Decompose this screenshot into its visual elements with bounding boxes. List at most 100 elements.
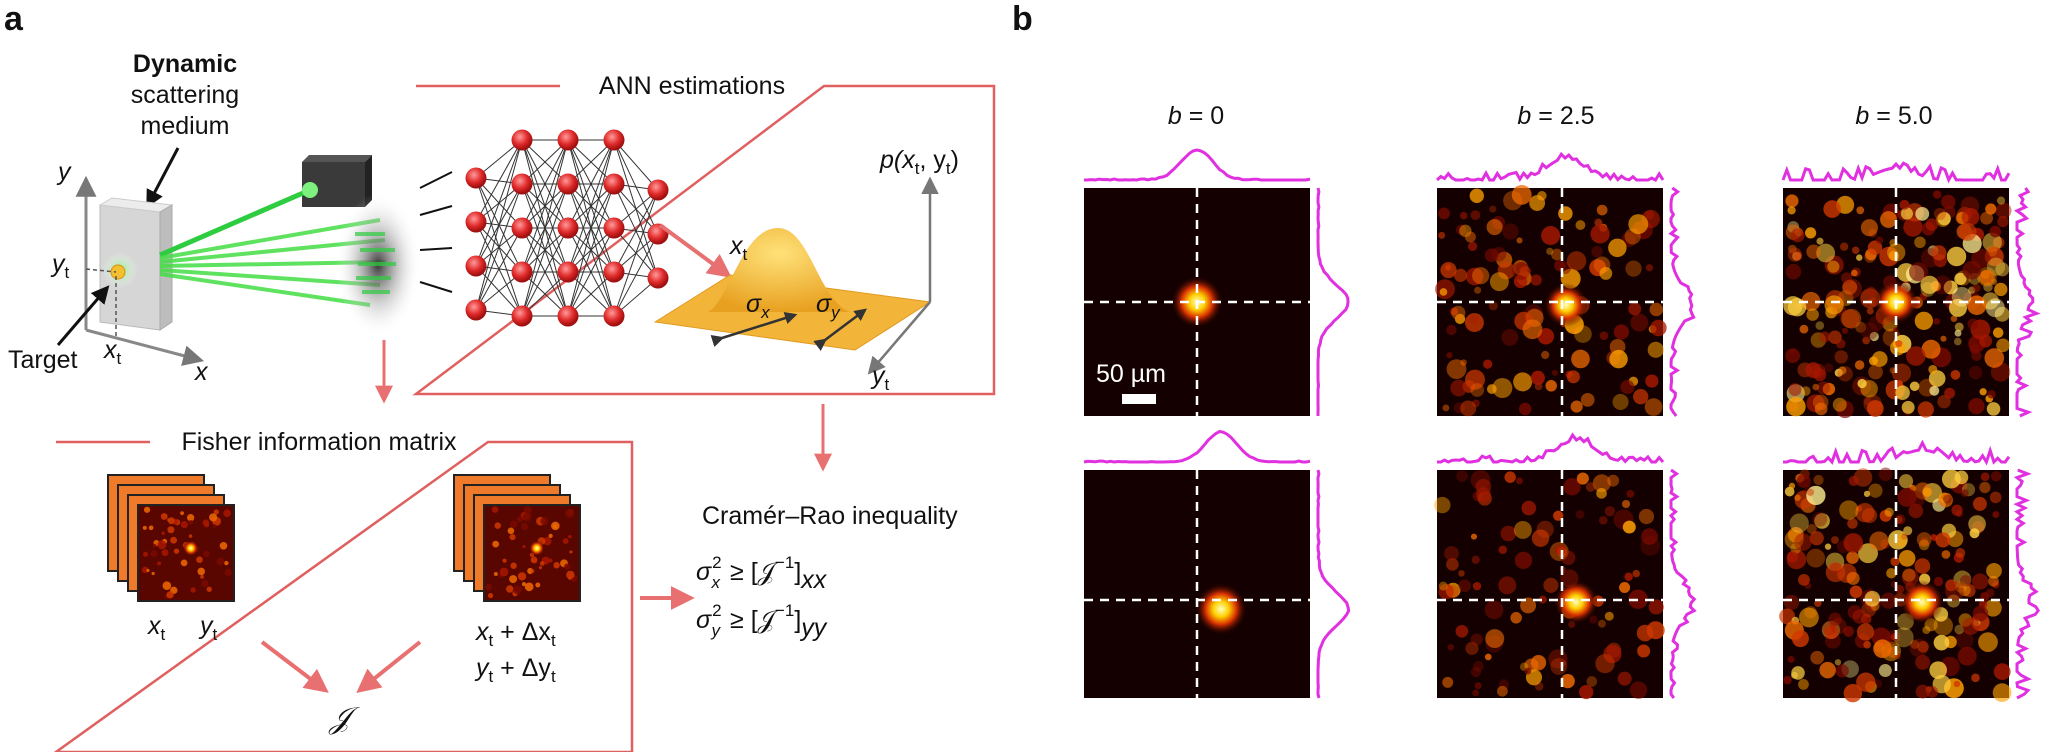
speckle-image-tile — [1434, 432, 1697, 700]
cramer-title: Cramér–Rao inequality — [702, 502, 958, 530]
target-pointer-arrow — [56, 285, 110, 346]
neuron-node — [511, 217, 533, 239]
neuron-node — [603, 129, 625, 151]
column-label-b5: b = 5.0 — [1855, 102, 1932, 130]
sigma-y-label: σy — [816, 290, 841, 322]
neuron-node — [465, 255, 487, 277]
neuron-node — [557, 173, 579, 195]
speckle-pattern — [485, 505, 578, 599]
neuron-node — [557, 305, 579, 327]
neuron-node — [647, 179, 669, 201]
intensity-profile-top — [1083, 148, 1311, 182]
intensity-profile-right — [2013, 468, 2041, 700]
arrow-nn-to-gaussian — [658, 223, 732, 278]
axis-y-label: y — [56, 158, 72, 186]
intensity-profile-right — [1668, 468, 1697, 699]
medium-title-line3: medium — [141, 112, 230, 140]
panel-a-label: a — [4, 0, 24, 38]
neural-network — [465, 129, 669, 327]
speckle-image-tile — [1083, 148, 1350, 416]
neuron-node — [511, 261, 533, 283]
speckle-image-tile — [1781, 161, 2041, 419]
column-label-b0: b = 0 — [1168, 102, 1224, 130]
neuron-node — [511, 129, 533, 151]
target-dot — [110, 264, 126, 280]
panel-b-label: b — [1012, 0, 1033, 38]
neuron-node — [603, 173, 625, 195]
medium-title-line2: scattering — [131, 81, 239, 109]
setup-illustration: Dynamic scattering medium y x yt xt Targ… — [8, 50, 420, 404]
ann-xt-label: xt — [729, 232, 748, 264]
neuron-node — [603, 217, 625, 239]
sigma-y-arrow — [813, 308, 867, 351]
intensity-profile-top — [1783, 439, 2011, 466]
intensity-profile-top — [1781, 161, 2011, 184]
intensity-profile-right — [1316, 469, 1351, 699]
fisher-shift-x-label: xt + Δxt — [475, 618, 556, 650]
neuron-node — [511, 305, 533, 327]
ann-frame — [412, 84, 996, 396]
neuron-node — [465, 167, 487, 189]
ann-estimations-box: ANN estimations p(xt, yt) — [412, 72, 996, 396]
yt-axis — [867, 301, 931, 375]
speckle-image-tile — [1435, 151, 1696, 417]
scale-bar-label: 50 µm — [1096, 360, 1166, 388]
panel-a: a Dynamic scattering medium y x yt xt Ta… — [4, 0, 996, 752]
intensity-profile-top — [1435, 151, 1665, 182]
speckle-pattern — [141, 506, 232, 599]
p-label: p(xt, yt) — [879, 146, 959, 178]
panel-b: b b = 0 b = 2.5 b = 5.0 50 µm — [1012, 0, 2041, 703]
intensity-profile-top — [1083, 429, 1311, 464]
ann-yt-label: yt — [870, 362, 890, 394]
ann-title: ANN estimations — [599, 72, 785, 100]
target-spot — [1900, 580, 1944, 624]
medium-title-bold: Dynamic — [133, 50, 237, 78]
laser-beam — [159, 187, 311, 258]
image-grid — [1083, 148, 2041, 703]
fisher-xt-label: xt — [147, 612, 166, 644]
arrow-left-to-J — [260, 640, 329, 693]
axis-x-label: x — [194, 358, 209, 386]
xt-label: xt — [103, 336, 122, 368]
fisher-frame — [53, 440, 634, 752]
fisher-box: Fisher information matrix xt yt xt + Δxt… — [53, 428, 634, 752]
neuron-node — [603, 305, 625, 327]
fisher-title: Fisher information matrix — [181, 428, 457, 456]
neuron-node — [511, 173, 533, 195]
sigma-x-arrow — [710, 312, 798, 347]
intensity-profile-right — [1668, 186, 1696, 417]
intensity-profile-right — [2013, 187, 2041, 418]
target-spot — [1195, 583, 1247, 635]
x-axis-arrow — [85, 328, 205, 366]
fisher-shift-y-label: yt + Δyt — [474, 654, 556, 686]
neuron-node — [557, 261, 579, 283]
fisher-yt-label: yt — [198, 612, 218, 644]
target-spot — [1544, 283, 1588, 327]
arrow-right-to-J — [356, 640, 422, 693]
gaussian-peak — [708, 228, 850, 312]
neuron-node — [465, 299, 487, 321]
yt-label: yt — [50, 250, 70, 282]
speckle-stack-left — [107, 474, 235, 602]
neuron-node — [647, 267, 669, 289]
column-label-b2-5: b = 2.5 — [1517, 102, 1594, 130]
neuron-node — [557, 217, 579, 239]
target-label: Target — [8, 346, 78, 374]
neuron-node — [465, 211, 487, 233]
neuron-node — [603, 261, 625, 283]
target-spot — [1554, 580, 1598, 624]
speckle-image-tile — [1779, 439, 2041, 703]
intensity-profile-right — [1316, 187, 1350, 416]
neuron-node — [557, 129, 579, 151]
sigma-x-label: σx — [746, 290, 770, 322]
speckle-stack-right — [453, 474, 581, 602]
scale-bar — [1122, 394, 1156, 404]
medium-pointer-arrow — [146, 147, 180, 209]
intensity-profile-top — [1437, 432, 1665, 464]
speckle-image-tile — [1083, 429, 1351, 699]
fisher-J-symbol: 𝒥 — [328, 702, 361, 735]
